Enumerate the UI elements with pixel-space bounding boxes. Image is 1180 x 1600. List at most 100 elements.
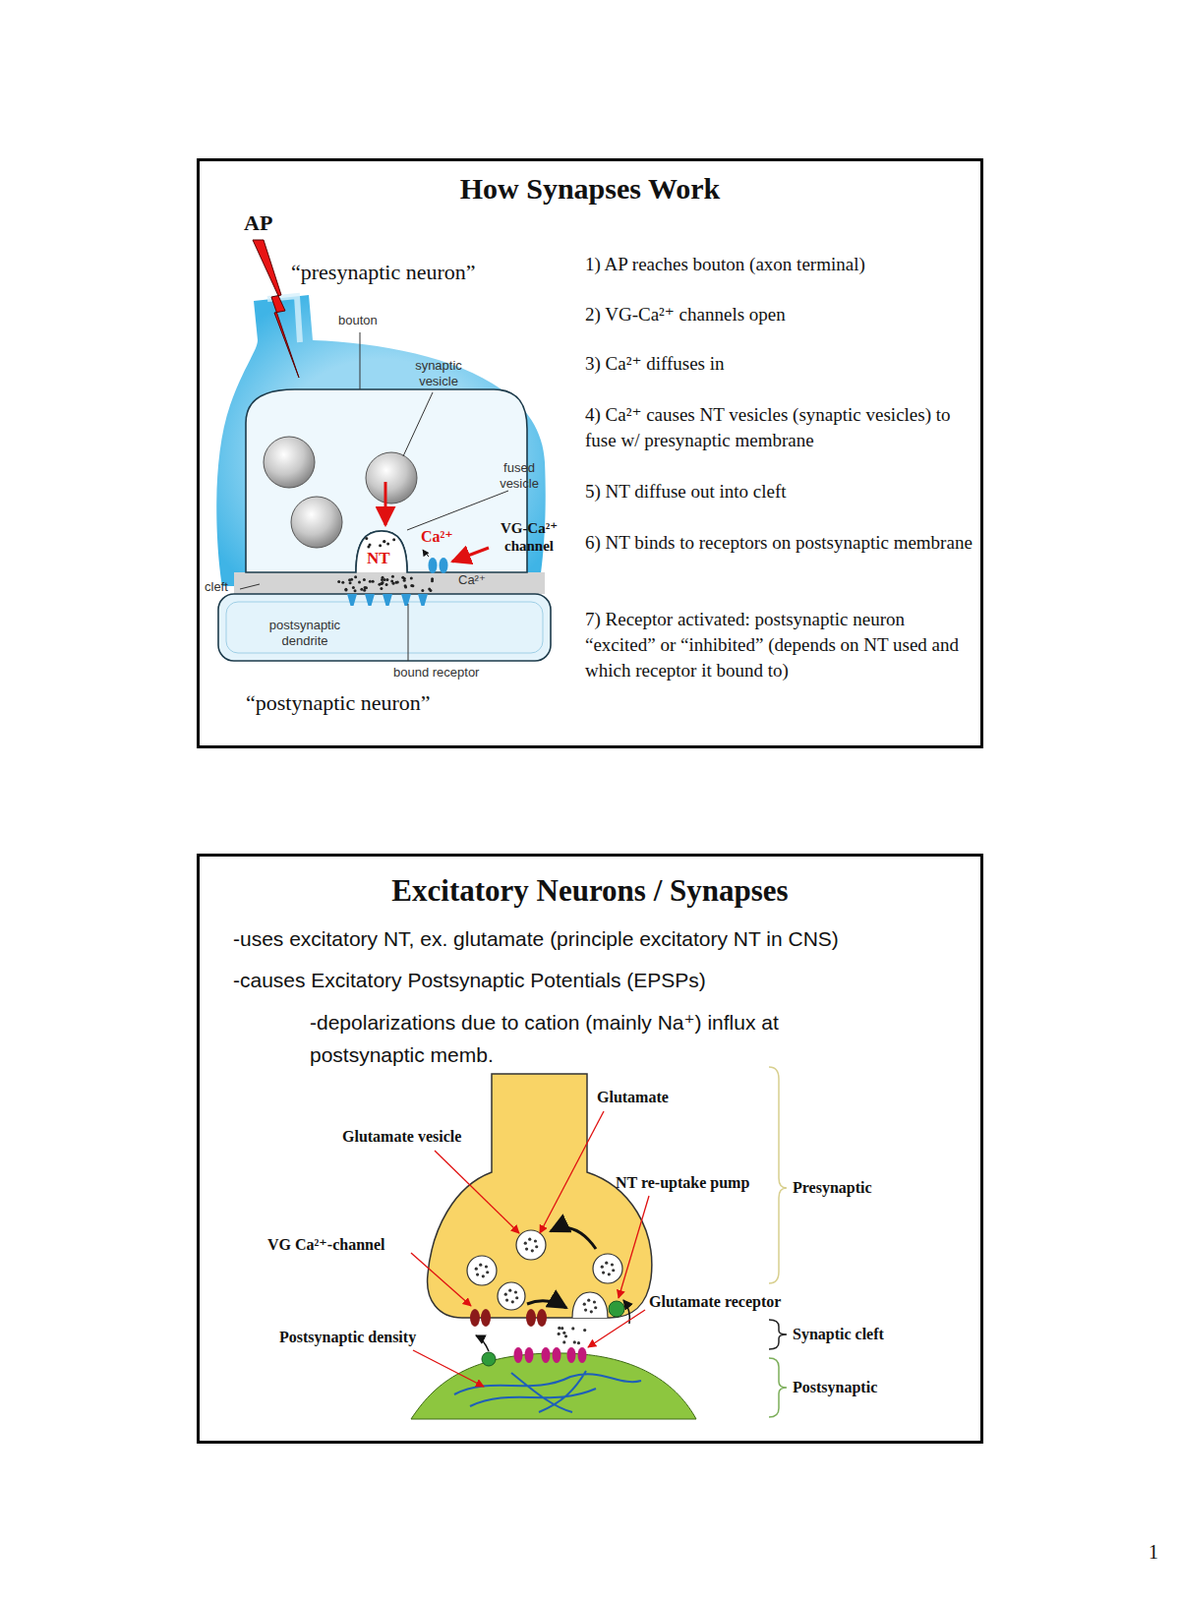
glutamate-dot — [562, 1331, 566, 1335]
slide-frame: Excitatory Neurons / Synapses -uses excit… — [196, 853, 984, 1444]
neurotransmitter-dot — [350, 578, 354, 582]
neurotransmitter-dot — [381, 576, 385, 580]
glutamate-dot — [508, 1289, 512, 1293]
neurotransmitter-dot — [354, 575, 357, 579]
postsynaptic-density — [454, 1370, 642, 1413]
part-name: Postsynaptic density — [279, 1327, 416, 1347]
glutamate-dot — [564, 1334, 568, 1338]
glutamate-dot — [604, 1261, 608, 1265]
part-name: VG Ca²⁺-channel — [267, 1235, 385, 1254]
glutamate-dot — [514, 1290, 518, 1294]
brace — [768, 1066, 787, 1284]
neurotransmitter-dot — [383, 578, 387, 582]
slide-title: Excitatory Neurons / Synapses — [199, 872, 981, 909]
vg-ca-channel — [480, 1308, 491, 1327]
synaptic-vesicle — [291, 496, 343, 548]
part-name: postsynaptic dendrite — [257, 617, 353, 649]
neurotransmitter-dot — [371, 580, 375, 584]
synaptic-vesicle — [263, 436, 315, 488]
neurotransmitter-dot — [368, 580, 372, 584]
receptor-arrow — [475, 1335, 489, 1352]
glutamate-vesicle — [467, 1255, 497, 1286]
leader-line — [403, 392, 433, 457]
neurotransmitter-dot — [430, 579, 434, 583]
page-number: 1 — [1148, 1539, 1159, 1564]
glutamate-dot — [524, 1241, 528, 1245]
glutamate-dot — [484, 1264, 488, 1268]
neurotransmitter-dot — [362, 589, 366, 592]
neurotransmitter-dot — [359, 588, 363, 591]
glutamate-receptor — [567, 1347, 577, 1363]
part-name: synaptic vesicle — [406, 357, 472, 389]
neurotransmitter-dot — [337, 580, 341, 584]
glutamate-dot — [557, 1332, 561, 1336]
bullet-text: -uses excitatory NT, ex. glutamate (prin… — [233, 923, 977, 955]
step-text: 2) VG-Ca²⁺ channels open — [585, 301, 977, 328]
step-text: 1) AP reaches bouton (axon terminal) — [585, 251, 977, 278]
neurotransmitter-dot — [391, 575, 395, 579]
red-leader — [434, 1150, 520, 1234]
neurotransmitter-dot — [427, 587, 431, 590]
reuptake-pump — [608, 1300, 625, 1317]
postsynaptic-neuron — [411, 1353, 697, 1419]
neurotransmitter-dot — [382, 539, 386, 543]
glutamate-dot — [505, 1298, 509, 1301]
glutamate-dot — [593, 1305, 597, 1309]
step-text: 6) NT binds to receptors on postsynaptic… — [585, 530, 977, 556]
neurotransmitter-dot — [344, 588, 348, 591]
bound-receptor — [382, 593, 393, 606]
glutamate-receptor — [578, 1347, 588, 1363]
glutamate-vesicle — [497, 1282, 526, 1310]
step-text: 4) Ca²⁺ causes NT vesicles (synaptic ves… — [585, 402, 977, 454]
neurotransmitter-dot — [357, 580, 361, 584]
glutamate-dot — [607, 1272, 611, 1276]
leader-line — [239, 584, 260, 590]
neurotransmitter-dot — [378, 543, 382, 547]
red-arrow — [452, 547, 489, 562]
fused-vesicle — [355, 531, 408, 573]
neurotransmitter-dot — [420, 589, 424, 592]
glutamate-dot — [610, 1262, 614, 1266]
glutamate-dot — [583, 1328, 587, 1332]
synapse-illustration — [216, 239, 551, 661]
glutamate-receptor — [541, 1347, 551, 1363]
slide-frame: How Synapses Work1) AP reaches bouton (a… — [196, 158, 984, 749]
glutamate-dot — [557, 1326, 561, 1330]
neurotransmitter-dot — [344, 588, 348, 591]
postsynaptic-dendrite — [218, 593, 551, 661]
neurotransmitter-dot — [385, 583, 389, 587]
neurotransmitter-dot — [410, 584, 413, 588]
neurotransmitter-dot — [390, 579, 394, 583]
neurotransmitter-dot — [363, 586, 367, 590]
bound-receptor — [347, 593, 357, 606]
glutamate-dot — [590, 1309, 593, 1313]
brace — [768, 1319, 787, 1350]
part-name: NT re-uptake pump — [615, 1173, 750, 1192]
neurotransmitter-dot — [362, 578, 366, 582]
part-name: Glutamate vesicle — [342, 1126, 462, 1146]
bullet-text: -depolarizations due to cation (mainly N… — [309, 1006, 881, 1071]
glutamate-dot — [601, 1270, 605, 1274]
neurotransmitter-dot — [396, 581, 400, 585]
recycle-arrow — [550, 1228, 596, 1249]
part-name: fused vesicle — [491, 460, 547, 491]
glutamate-dot — [583, 1302, 587, 1306]
neurotransmitter-dot — [379, 587, 383, 590]
brace — [768, 1357, 787, 1417]
glutamate-dot — [587, 1298, 590, 1302]
vg-ca-channel — [428, 557, 438, 574]
neurotransmitter-dot — [404, 586, 408, 590]
neurotransmitter-dot — [386, 541, 390, 545]
step-text: 7) Receptor activated: postsynaptic neur… — [585, 606, 977, 683]
neurotransmitter-dot — [349, 581, 353, 585]
part-name: Glutamate — [596, 1087, 669, 1107]
part-name: VG-Ca²⁺ channel — [490, 519, 568, 555]
ion-label: Ca²⁺ — [458, 572, 486, 589]
neurotransmitter-dot — [385, 578, 389, 582]
neurotransmitter-dot — [403, 579, 407, 583]
neurotransmitter-dot — [382, 539, 386, 543]
glutamate-dot — [515, 1296, 519, 1299]
region-label: Postsynaptic — [792, 1377, 878, 1397]
dendrite-inner — [226, 601, 543, 653]
red-leader — [588, 1309, 646, 1348]
